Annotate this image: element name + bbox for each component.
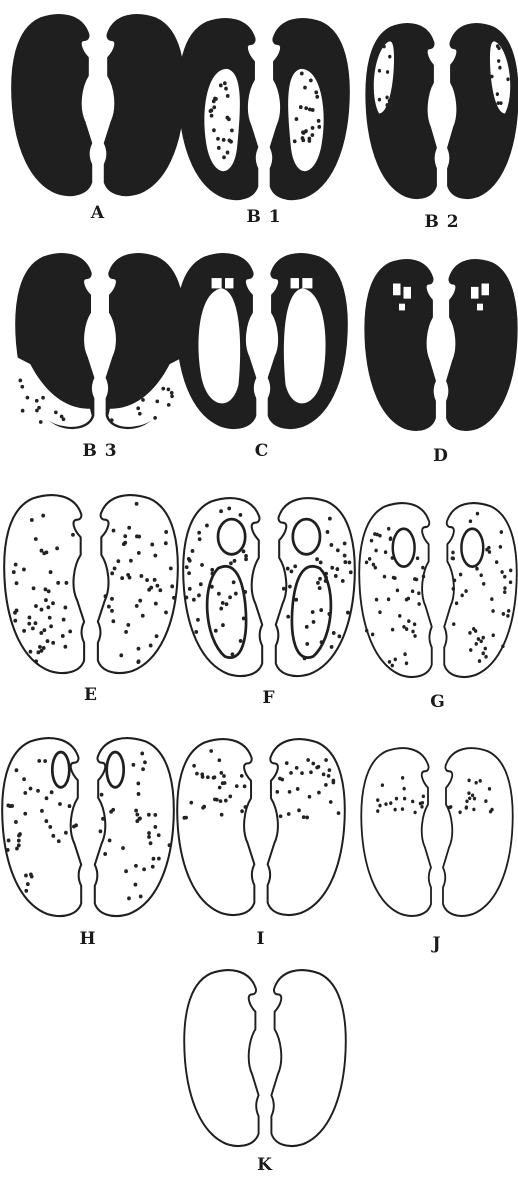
left-cotyledon bbox=[12, 15, 91, 195]
left-cotyledon bbox=[2, 738, 81, 916]
seed-panel-d bbox=[365, 260, 516, 430]
right-cotyledon bbox=[448, 24, 518, 198]
label-j: J bbox=[397, 934, 477, 954]
left-cotyledon bbox=[366, 24, 436, 198]
left-cotyledon bbox=[16, 254, 93, 428]
label-a: A bbox=[58, 203, 138, 223]
seed-panel-e bbox=[4, 495, 178, 673]
right-cotyledon bbox=[444, 503, 517, 677]
label-f: F bbox=[229, 688, 309, 708]
seed-panel-i bbox=[177, 739, 345, 915]
left-cotyledon bbox=[184, 970, 258, 1146]
left-cotyledon bbox=[361, 748, 431, 916]
left-cotyledon bbox=[359, 503, 432, 677]
label-k: K bbox=[225, 1155, 305, 1175]
label-g: G bbox=[398, 692, 478, 712]
right-cotyledon bbox=[95, 738, 174, 916]
label-e: E bbox=[51, 685, 131, 705]
label-b2: B 2 bbox=[402, 212, 482, 232]
left-cotyledon bbox=[177, 254, 255, 428]
seed-panel-h bbox=[2, 738, 174, 916]
left-cotyledon bbox=[177, 739, 254, 915]
right-cotyledon bbox=[271, 970, 345, 1146]
left-cotyledon bbox=[183, 498, 262, 676]
right-cotyledon bbox=[107, 254, 184, 428]
label-b3: B 3 bbox=[60, 441, 140, 461]
label-b1: B 1 bbox=[224, 207, 304, 227]
right-cotyledon bbox=[105, 15, 184, 195]
seed-panel-g bbox=[359, 503, 517, 677]
seed-panel-c bbox=[177, 254, 347, 428]
left-cotyledon bbox=[4, 495, 84, 673]
right-cotyledon bbox=[268, 739, 345, 915]
left-cotyledon bbox=[365, 260, 435, 430]
right-cotyledon bbox=[276, 498, 355, 676]
right-cotyledon bbox=[269, 254, 347, 428]
seed-panel-b2 bbox=[366, 24, 517, 198]
label-i: I bbox=[221, 929, 301, 949]
right-cotyledon bbox=[447, 260, 517, 430]
right-cotyledon bbox=[443, 748, 513, 916]
left-cotyledon bbox=[179, 19, 257, 199]
seed-panel-f bbox=[183, 498, 355, 676]
seed-panel-j bbox=[361, 748, 512, 916]
label-c: C bbox=[222, 441, 302, 461]
seed-panel-k bbox=[184, 970, 346, 1146]
label-h: H bbox=[48, 929, 128, 949]
right-cotyledon bbox=[98, 495, 178, 673]
seed-panel-a bbox=[12, 15, 184, 195]
label-d: D bbox=[401, 446, 481, 466]
right-cotyledon bbox=[271, 19, 349, 199]
seed-panel-b1 bbox=[179, 19, 349, 199]
seed-panel-b3 bbox=[16, 254, 184, 428]
